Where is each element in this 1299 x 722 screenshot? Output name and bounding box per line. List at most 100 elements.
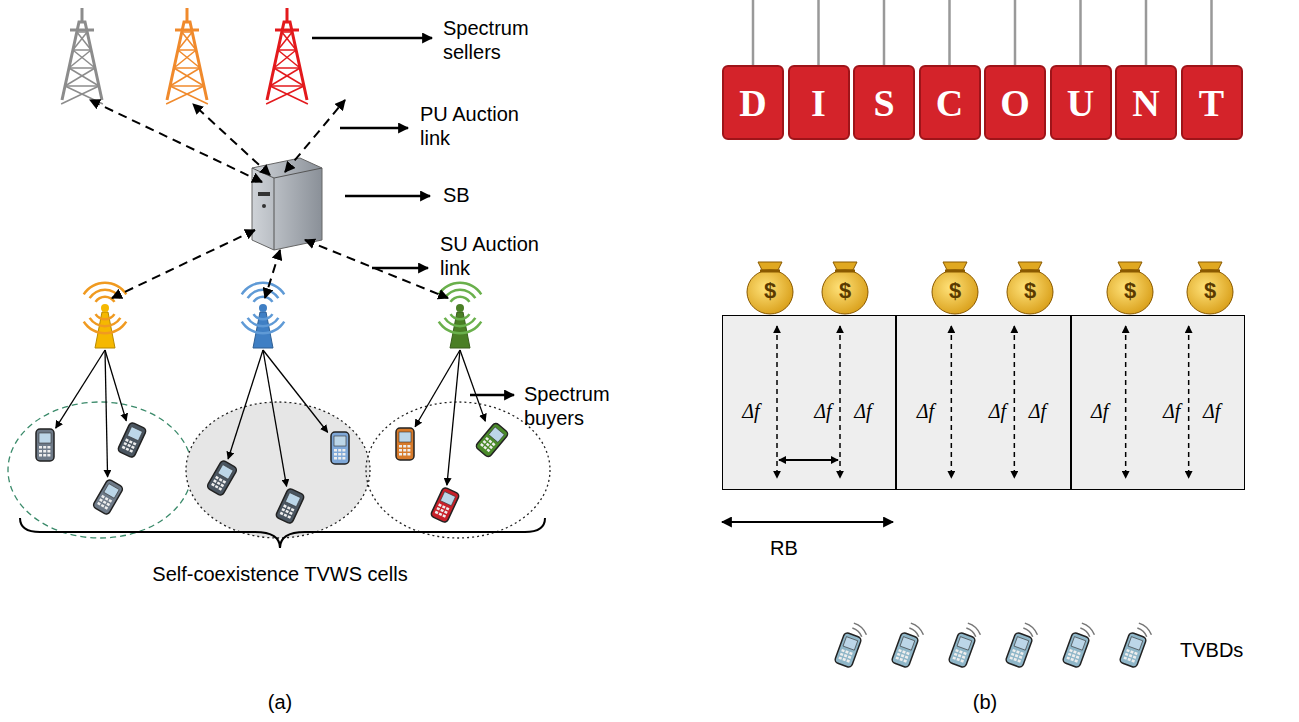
leader-arrow [470, 394, 514, 397]
resource-grid-fill [722, 315, 1245, 490]
tag-letter: O [1000, 81, 1030, 125]
spectrum-broker-server [252, 158, 322, 250]
subcarrier-label: Δf [1203, 400, 1220, 423]
auction-link [112, 230, 255, 298]
tag-string [1014, 0, 1017, 68]
auction-link [90, 100, 262, 182]
tag-letter: N [1132, 81, 1159, 125]
transmission-tower [266, 8, 308, 104]
discount-tag: N [1115, 65, 1177, 140]
subcarrier-label: Δf [1163, 400, 1180, 423]
tag-string [1145, 0, 1148, 68]
subcarrier-label: Δf [989, 400, 1006, 423]
tag-string [752, 0, 755, 68]
subcarrier-arrow [1188, 326, 1190, 478]
money-bag [1107, 262, 1153, 314]
base-station [241, 281, 286, 348]
signal-waves [852, 622, 867, 637]
money-bag [747, 262, 793, 314]
discount-tag: D [722, 65, 784, 140]
subcarrier-label: Δf [742, 400, 759, 423]
rb-width-arrow [722, 521, 893, 523]
tag-letter: D [739, 81, 766, 125]
spacing-arrow [779, 459, 838, 461]
base-station [438, 281, 483, 348]
auction-link [265, 250, 280, 298]
auction-link [305, 240, 448, 298]
dollar-sign: $ [833, 278, 857, 304]
subcarrier-label: Δf [917, 400, 934, 423]
tag-letter: I [811, 81, 826, 125]
signal-waves [1023, 622, 1038, 637]
signal-waves [909, 622, 924, 637]
leader-arrow [372, 267, 428, 270]
auction-link [193, 104, 270, 175]
dollar-sign: $ [1118, 278, 1142, 304]
transmission-tower [166, 8, 208, 104]
tag-letter: T [1199, 81, 1224, 125]
device-label: TVBDs [1180, 638, 1270, 662]
leader-arrow [312, 37, 432, 40]
mobile-phone [1005, 632, 1033, 668]
discount-tag: U [1050, 65, 1112, 140]
downlink-arrow [105, 350, 126, 421]
dollar-sign: $ [1018, 278, 1042, 304]
discount-tag: T [1181, 65, 1243, 140]
callout-label: Spectrum buyers [524, 382, 624, 430]
resource-block: Δf Δf Δf [896, 315, 1070, 490]
tag-string [1079, 0, 1082, 68]
tag-string [817, 0, 820, 68]
downlink-arrow [263, 350, 328, 432]
tag-string [1210, 0, 1213, 68]
tag-letter: C [936, 81, 963, 125]
resource-block: Δf Δf Δf [1071, 315, 1245, 490]
mobile-phone [92, 479, 124, 516]
subcarrier-arrow [1125, 326, 1127, 478]
resource-block: ΔfΔfΔf [722, 315, 896, 490]
mobile-phone [475, 422, 509, 458]
subcarrier-arrow [951, 326, 953, 478]
downlink-arrow [263, 350, 287, 486]
leader-arrow [340, 127, 408, 130]
leader-arrow [345, 195, 430, 198]
downlink-arrow [56, 350, 105, 428]
mobile-phone [1062, 632, 1090, 668]
money-bag [822, 262, 868, 314]
tag-string [883, 0, 886, 68]
base-station [83, 281, 128, 348]
subcarrier-arrow [1014, 326, 1016, 478]
panel-label: (a) [250, 690, 310, 714]
callout-label: SB [443, 183, 503, 207]
discount-tag: C [919, 65, 981, 140]
subcarrier-label: Δf [1029, 400, 1046, 423]
mobile-phone [117, 422, 147, 459]
panel-label: (b) [955, 690, 1015, 714]
mobile-phone [396, 428, 414, 460]
mobile-phone [891, 632, 919, 668]
subcarrier-label: Δf [1091, 400, 1108, 423]
signal-waves [1137, 622, 1152, 637]
auction-link [285, 100, 345, 172]
subcarrier-label: Δf [814, 400, 831, 423]
mobile-phone [331, 432, 349, 464]
discount-tag: S [853, 65, 915, 140]
cell-region [366, 402, 550, 538]
signal-waves [966, 622, 981, 637]
tag-letter: S [873, 81, 894, 125]
mobile-phone [430, 487, 460, 524]
mobile-phone [1119, 632, 1147, 668]
group-caption: Self-coexistence TVWS cells [100, 562, 460, 586]
downlink-arrow [460, 350, 485, 421]
money-bag [1187, 262, 1233, 314]
subcarrier-arrow [776, 326, 778, 478]
callout-label: PU Auction link [420, 102, 538, 150]
transmission-tower [61, 8, 103, 104]
discount-tag: O [984, 65, 1046, 140]
curly-brace [20, 518, 545, 548]
tag-letter: U [1067, 81, 1094, 125]
mobile-phone [834, 632, 862, 668]
dollar-sign: $ [758, 278, 782, 304]
tag-string [948, 0, 951, 68]
discount-tag: I [788, 65, 850, 140]
